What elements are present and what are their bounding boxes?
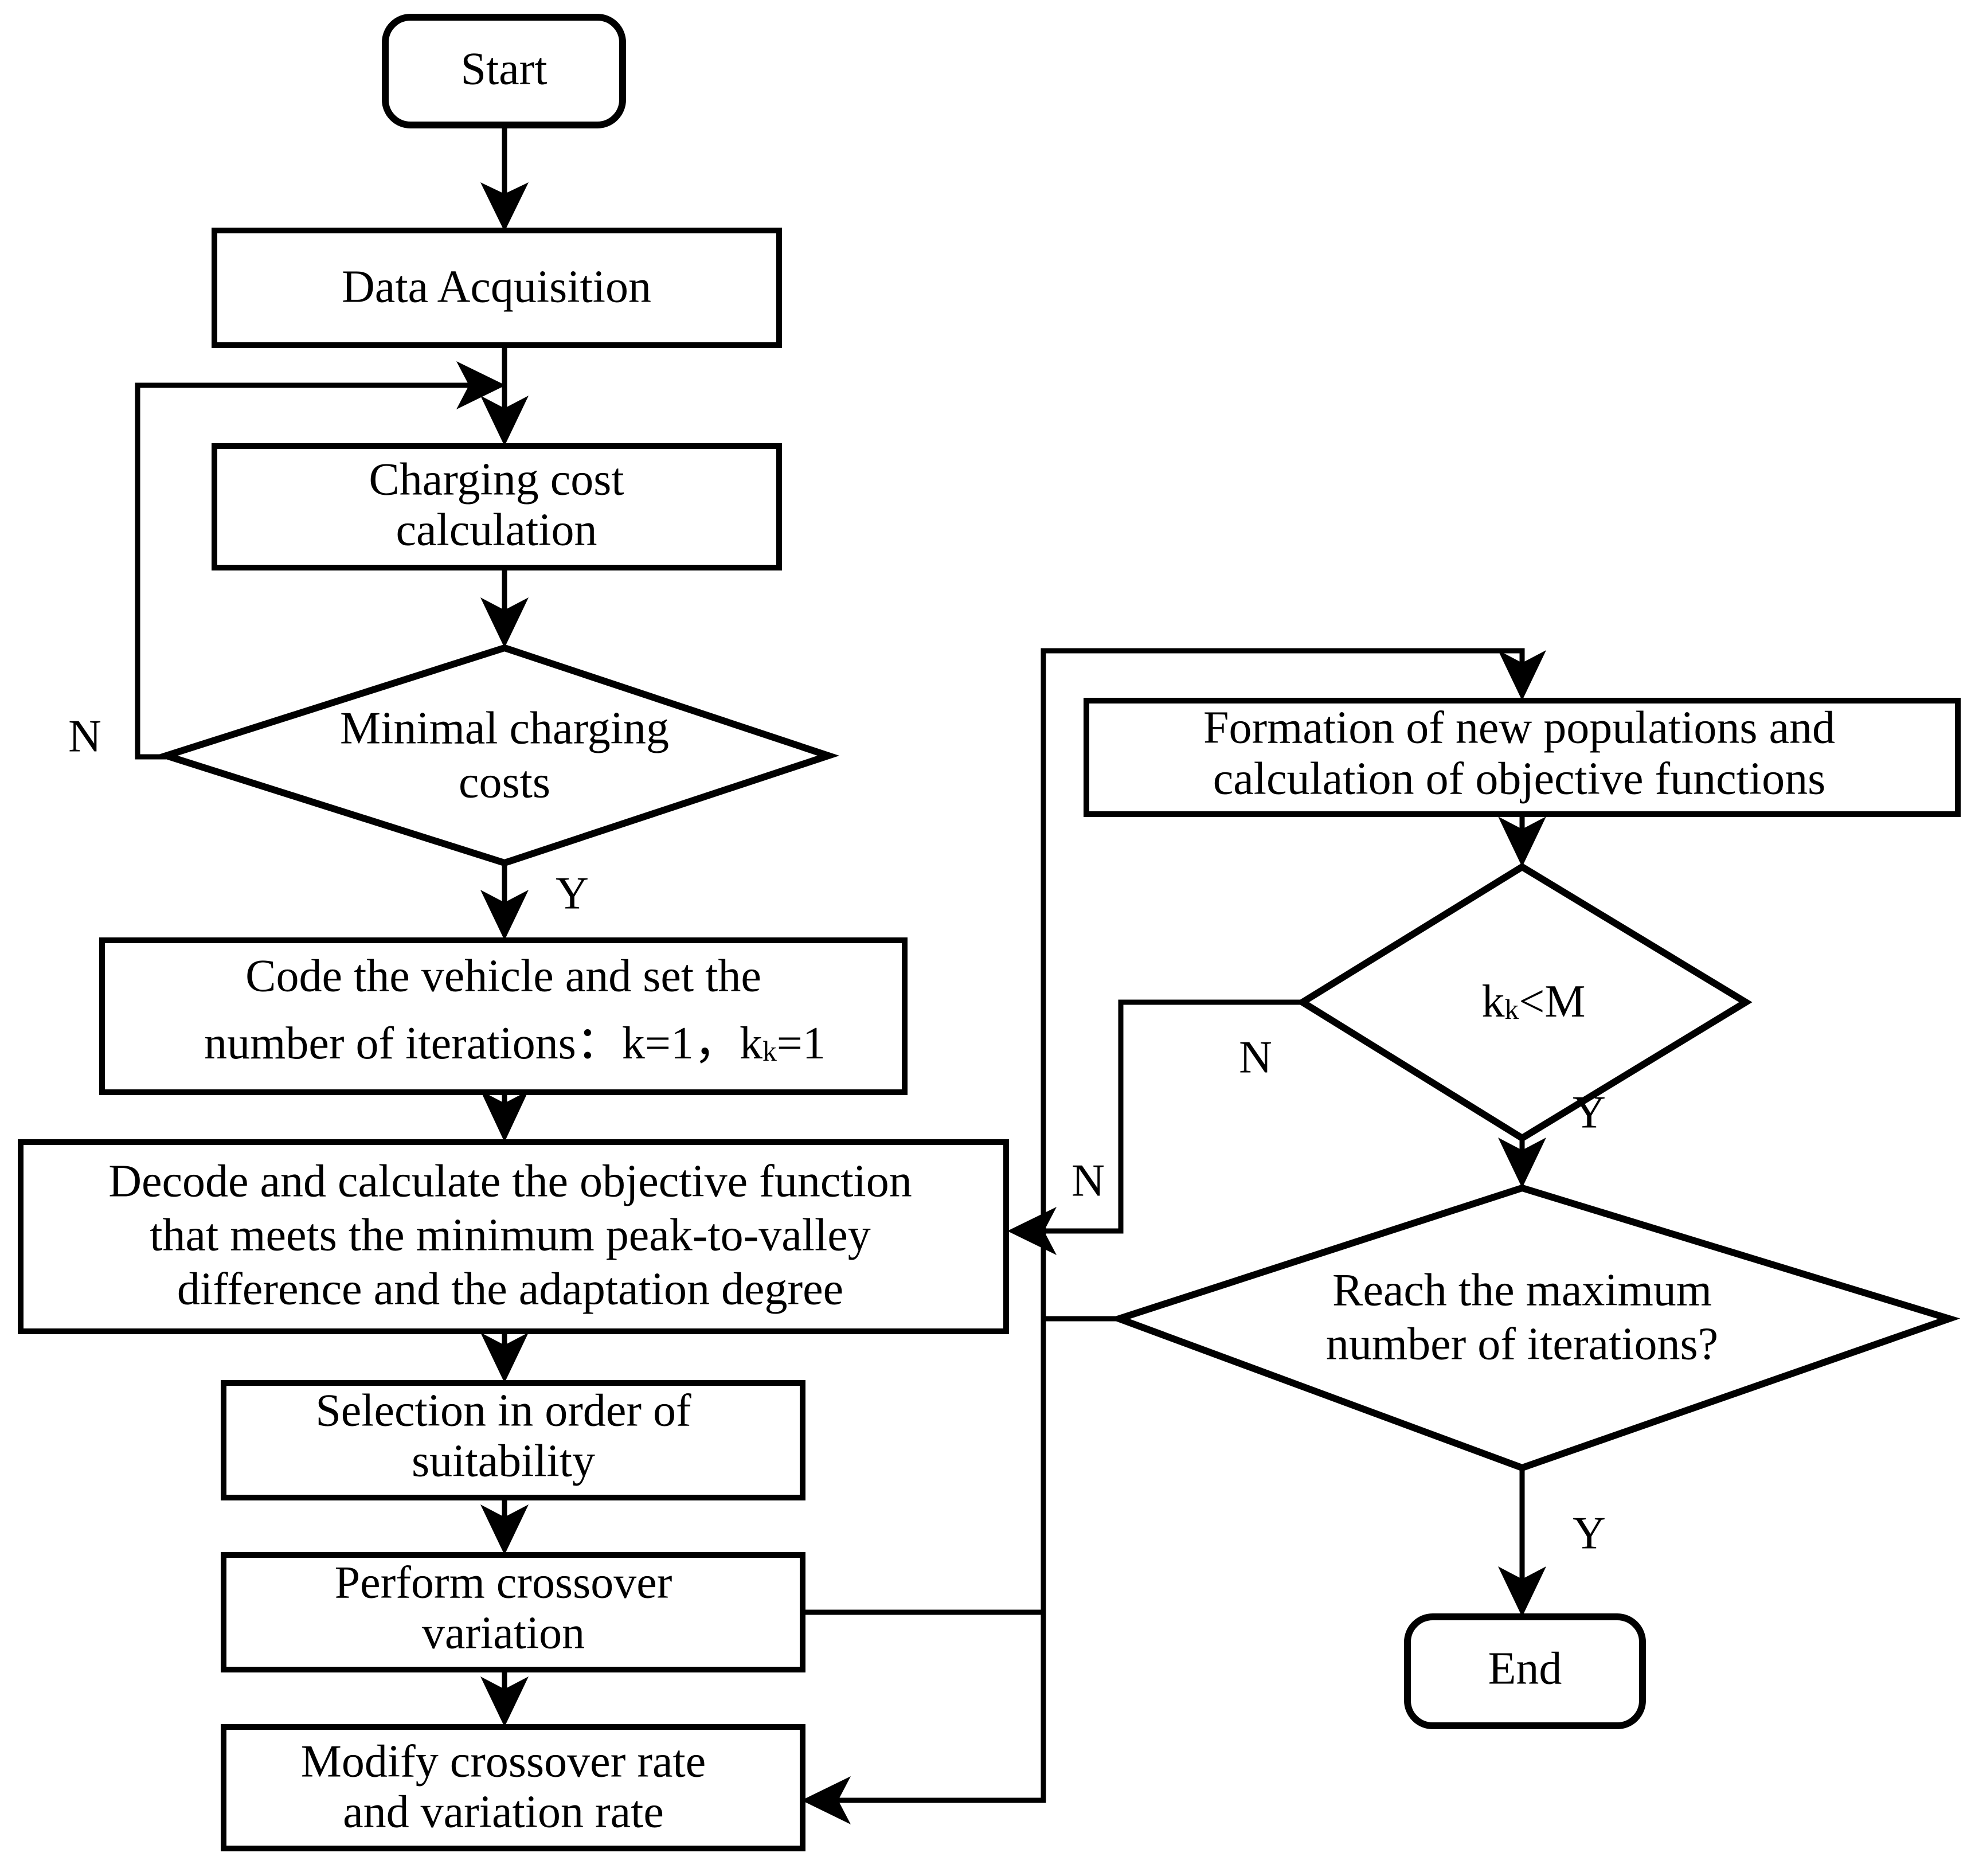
decode-shape bbox=[18, 1139, 1009, 1334]
code-vehicle-line2-b: =1 bbox=[777, 1018, 826, 1069]
kk-lt-m-label-a: k bbox=[1481, 976, 1504, 1027]
node-charging-cost[interactable]: Charging cost calculation bbox=[212, 443, 782, 570]
edge-label-reach-max-no: N bbox=[1071, 1155, 1105, 1206]
modify-rates-shape bbox=[221, 1724, 805, 1851]
code-vehicle-label-line1: Code the vehicle and set the bbox=[245, 951, 761, 1001]
charging-cost-shape bbox=[212, 443, 782, 570]
node-formation[interactable]: Formation of new populations and calcula… bbox=[1084, 698, 1961, 817]
node-end[interactable]: End bbox=[1404, 1613, 1646, 1729]
node-modify-rates[interactable]: Modify crossover rate and variation rate bbox=[221, 1724, 805, 1851]
modify-rates-label-line2: and variation rate bbox=[343, 1787, 664, 1837]
node-reach-max[interactable]: Reach the maximum number of iterations? bbox=[1108, 1184, 1961, 1472]
arrowhead-minimal-cost-no-loopback bbox=[456, 361, 506, 409]
decode-label-line3: difference and the adaptation degree bbox=[177, 1264, 843, 1314]
code-vehicle-line2-a: number of iterations：k=1，k bbox=[204, 1018, 762, 1069]
decode-label-line2: that meets the minimum peak-to-valley bbox=[150, 1210, 870, 1260]
selection-shape bbox=[221, 1380, 805, 1500]
arrowhead-selection-to-crossover bbox=[480, 1504, 529, 1555]
edge-label-reach-max-yes: Y bbox=[1573, 1508, 1606, 1558]
start-label: Start bbox=[460, 44, 547, 94]
formation-label-line2: calculation of objective functions bbox=[1213, 753, 1826, 804]
end-shape bbox=[1404, 1613, 1646, 1729]
arrowhead-kk-lt-m-yes-to-reach-max bbox=[1498, 1138, 1546, 1188]
node-decode[interactable]: Decode and calculate the objective funct… bbox=[18, 1139, 1009, 1334]
charging-cost-label-line1: Charging cost bbox=[369, 454, 624, 505]
arrowhead-charging-cost-to-minimal-cost bbox=[480, 597, 529, 648]
kk-lt-m-shape bbox=[1296, 862, 1753, 1143]
edge-reach-max-no-to-modify-rates bbox=[826, 1316, 1121, 1803]
arrowhead-reach-max-no-to-modify-rates bbox=[801, 1776, 851, 1824]
code-vehicle-shape bbox=[99, 937, 908, 1095]
kk-lt-m-label-b: <M bbox=[1519, 976, 1585, 1027]
crossover-label-line1: Perform crossover bbox=[335, 1557, 672, 1608]
minimal-cost-label-line1: Minimal charging bbox=[340, 703, 669, 753]
arrowhead-decode-to-selection bbox=[480, 1332, 529, 1383]
crossover-label-line2: variation bbox=[422, 1608, 585, 1658]
crossover-shape bbox=[221, 1552, 805, 1672]
edge-minimal-cost-no-loopback bbox=[135, 382, 482, 760]
node-kk-lt-m[interactable]: kk<M bbox=[1296, 862, 1753, 1143]
arrowhead-reach-max-yes-to-end bbox=[1498, 1566, 1546, 1617]
node-selection[interactable]: Selection in order of suitability bbox=[221, 1380, 805, 1500]
end-label: End bbox=[1488, 1643, 1562, 1694]
minimal-cost-shape bbox=[155, 644, 840, 867]
code-vehicle-label-line2: number of iterations：k=1，kk=1 bbox=[124, 1018, 883, 1069]
arrowhead-data-acquisition-to-charging-cost bbox=[480, 396, 529, 446]
edge-label-minimal-cost-yes: Y bbox=[556, 868, 589, 919]
reach-max-label-line2: number of iterations? bbox=[1326, 1319, 1718, 1369]
code-vehicle-line2-sub: k bbox=[762, 1035, 777, 1067]
edge-label-kk-lt-m-yes: Y bbox=[1573, 1087, 1606, 1138]
charging-cost-label-line2: calculation bbox=[396, 505, 597, 555]
arrowhead-kk-lt-m-no-to-decode bbox=[1007, 1207, 1057, 1255]
selection-label-line1: Selection in order of bbox=[315, 1385, 691, 1436]
arrowhead-formation-to-kk-lt-m bbox=[1498, 816, 1546, 867]
arrowhead-minimal-cost-yes-to-code-vehicle bbox=[480, 890, 529, 940]
node-crossover[interactable]: Perform crossover variation bbox=[221, 1552, 805, 1672]
start-shape bbox=[382, 14, 626, 128]
edge-label-kk-lt-m-no: N bbox=[1239, 1032, 1272, 1082]
node-minimal-cost[interactable]: Minimal charging costs bbox=[155, 644, 840, 867]
reach-max-shape bbox=[1108, 1184, 1961, 1472]
data-acquisition-label: Data Acquisition bbox=[342, 261, 651, 312]
node-data-acquisition[interactable]: Data Acquisition bbox=[212, 228, 782, 348]
formation-label-line1: Formation of new populations and bbox=[1203, 702, 1835, 753]
arrowhead-crossover-to-formation bbox=[1498, 650, 1546, 701]
selection-label-line2: suitability bbox=[412, 1436, 595, 1486]
edge-label-minimal-cost-no: N bbox=[68, 711, 101, 761]
edge-crossover-to-formation bbox=[803, 648, 1525, 1615]
kk-lt-m-label-sub: k bbox=[1504, 994, 1519, 1025]
reach-max-label-line1: Reach the maximum bbox=[1332, 1265, 1712, 1315]
arrowhead-crossover-to-modify-rates bbox=[480, 1676, 529, 1727]
decode-label-line1: Decode and calculate the objective funct… bbox=[108, 1156, 912, 1206]
arrowhead-code-vehicle-to-decode bbox=[480, 1091, 529, 1142]
edge-kk-lt-m-no-to-decode bbox=[1032, 999, 1304, 1234]
minimal-cost-label-line2: costs bbox=[459, 757, 550, 807]
formation-shape bbox=[1084, 698, 1961, 817]
node-start[interactable]: Start bbox=[382, 14, 626, 128]
arrowhead-start-to-data-acquisition bbox=[480, 182, 529, 232]
kk-lt-m-label: kk<M bbox=[1401, 976, 1642, 1027]
data-acquisition-shape bbox=[212, 228, 782, 348]
modify-rates-label-line1: Modify crossover rate bbox=[301, 1736, 706, 1787]
node-code-vehicle[interactable]: Code the vehicle and set the number of i… bbox=[99, 937, 908, 1095]
